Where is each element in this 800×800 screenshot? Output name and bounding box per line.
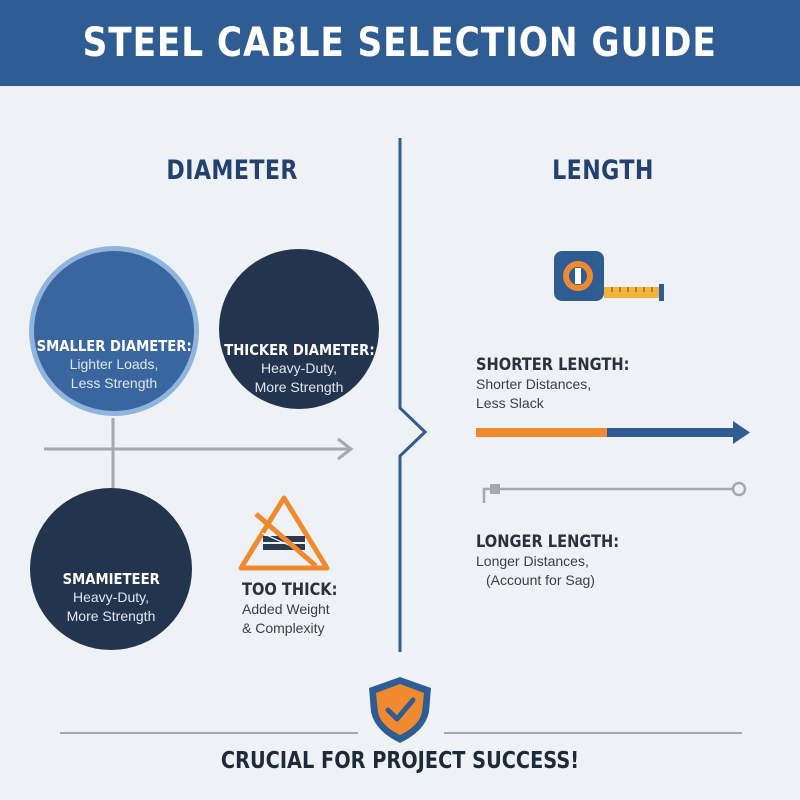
thicker-diameter-line2: More Strength — [254, 379, 344, 395]
page-title: STEEL CABLE SELECTION GUIDE — [82, 20, 718, 66]
too-thick-title: TOO THICK: — [242, 580, 338, 600]
longer-length-cable — [482, 481, 747, 503]
longer-length-line1: Longer Distances, — [476, 553, 589, 569]
thicker-diameter-circle: THICKER DIAMETER: Heavy-Duty, More Stren… — [219, 249, 379, 409]
shorter-length-line1: Shorter Distances, — [476, 376, 592, 392]
diameter-heading: DIAMETER — [166, 155, 298, 186]
shorter-length-title: SHORTER LENGTH: — [476, 355, 630, 375]
smaller-diameter-title: SMALLER DIAMETER: — [36, 337, 192, 355]
longer-length-block: LONGER LENGTH: Longer Distances, (Accoun… — [476, 532, 642, 590]
length-heading: LENGTH — [552, 155, 654, 186]
longer-length-line2: (Account for Sag) — [486, 572, 595, 588]
smaller-diameter-line1: Lighter Loads, — [69, 356, 159, 372]
thicker-diameter-line1: Heavy-Duty, — [261, 360, 337, 376]
smaller-diameter-circle: SMALLER DIAMETER: Lighter Loads, Less St… — [29, 246, 199, 416]
smamieteer-line1: Heavy-Duty, — [73, 589, 149, 605]
too-thick-line2: & Complexity — [242, 620, 325, 636]
footer-message: CRUCIAL FOR PROJECT SUCCESS! — [220, 748, 580, 774]
shorter-length-line2: Less Slack — [476, 395, 544, 411]
shield-check-icon — [369, 677, 431, 743]
shorter-length-block: SHORTER LENGTH: Shorter Distances, Less … — [476, 355, 654, 413]
shorter-length-bar — [476, 421, 750, 444]
thicker-diameter-title: THICKER DIAMETER: — [223, 341, 375, 359]
warning-triangle-icon — [238, 495, 330, 571]
too-thick-line1: Added Weight — [242, 601, 330, 617]
too-thick-block: TOO THICK: Added Weight & Complexity — [242, 580, 353, 638]
center-divider — [398, 138, 428, 652]
diameter-arrow — [44, 437, 354, 461]
smaller-diameter-line2: Less Strength — [70, 375, 158, 391]
smamieteer-circle: SMAMIETEER Heavy-Duty, More Strength — [30, 488, 192, 650]
smamieteer-title: SMAMIETEER — [62, 570, 160, 588]
longer-length-title: LONGER LENGTH: — [476, 532, 620, 552]
header-banner: STEEL CABLE SELECTION GUIDE — [0, 0, 800, 86]
smamieteer-line2: More Strength — [66, 608, 156, 624]
tape-measure-icon — [554, 251, 664, 301]
